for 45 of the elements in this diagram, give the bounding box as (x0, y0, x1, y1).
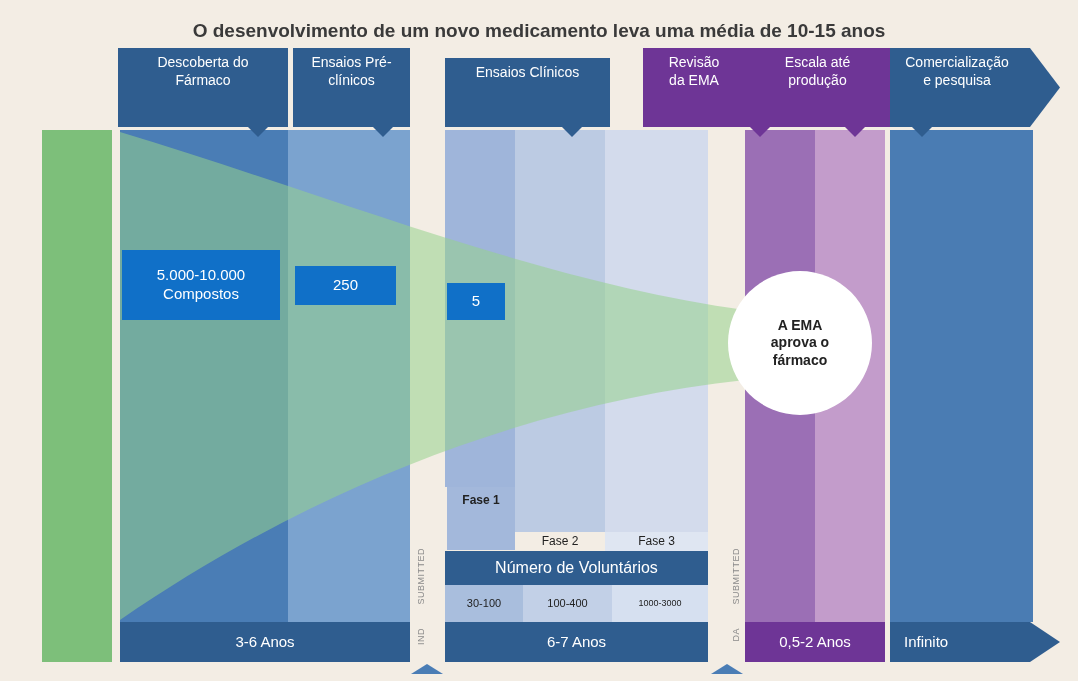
stage-box (612, 585, 708, 622)
stage-box (295, 266, 396, 305)
stage-box (643, 48, 745, 127)
rotated-note: SUBMITTED (731, 548, 741, 605)
node-text: 5.000-10.000 Compostos (155, 266, 247, 304)
stage-box (120, 622, 410, 662)
node-text: Fase 1 (462, 493, 500, 508)
stage-box (523, 585, 612, 622)
stage-box (447, 487, 515, 550)
stage-box (445, 622, 708, 662)
rotated-note: SUBMITTED (416, 548, 426, 605)
node-text: 5 (471, 292, 481, 311)
stage-box (118, 48, 288, 127)
node-text: 1000-3000 (638, 597, 682, 610)
node-text: 250 (333, 276, 358, 295)
stage-box (745, 622, 885, 662)
node-text: 3-6 Anos (235, 632, 295, 652)
stage-box (890, 48, 1060, 127)
stage-box (445, 551, 708, 585)
node-text: Ensaios Pré-clínicos (310, 54, 393, 89)
stage-box (890, 622, 1060, 662)
stage-box (445, 58, 610, 127)
stage-box (122, 250, 280, 320)
node-text: Comercialização e pesquisa (904, 54, 1010, 89)
node-text: Infinito (904, 632, 949, 652)
stage-box (445, 585, 523, 622)
node-text: Descoberta do Fármaco (156, 54, 250, 89)
node-text: Número de Voluntários (495, 558, 658, 578)
stage-box (447, 283, 505, 320)
stage-box (605, 532, 708, 551)
node-text: Escala até produção (783, 54, 852, 89)
title: O desenvolvimento de um novo medicamento leva uma média de 10-15 anos (191, 20, 887, 42)
node-text: 6-7 Anos (546, 632, 607, 652)
node-text: A EMA aprova o fármaco (769, 316, 831, 370)
node-text: Revisão da EMA (667, 54, 721, 89)
stage-box (293, 48, 410, 127)
node-text: 100-400 (547, 596, 588, 611)
node-text: Fase 3 (638, 534, 675, 549)
node-text: Fase 2 (541, 534, 579, 549)
stage-box (745, 48, 890, 127)
node-text: 0,5-2 Anos (779, 632, 851, 652)
rotated-note: DA (731, 628, 741, 642)
rotated-note: IND (416, 628, 426, 645)
node-text: Ensaios Clínicos (475, 64, 580, 82)
node-text: 30-100 (466, 596, 502, 611)
